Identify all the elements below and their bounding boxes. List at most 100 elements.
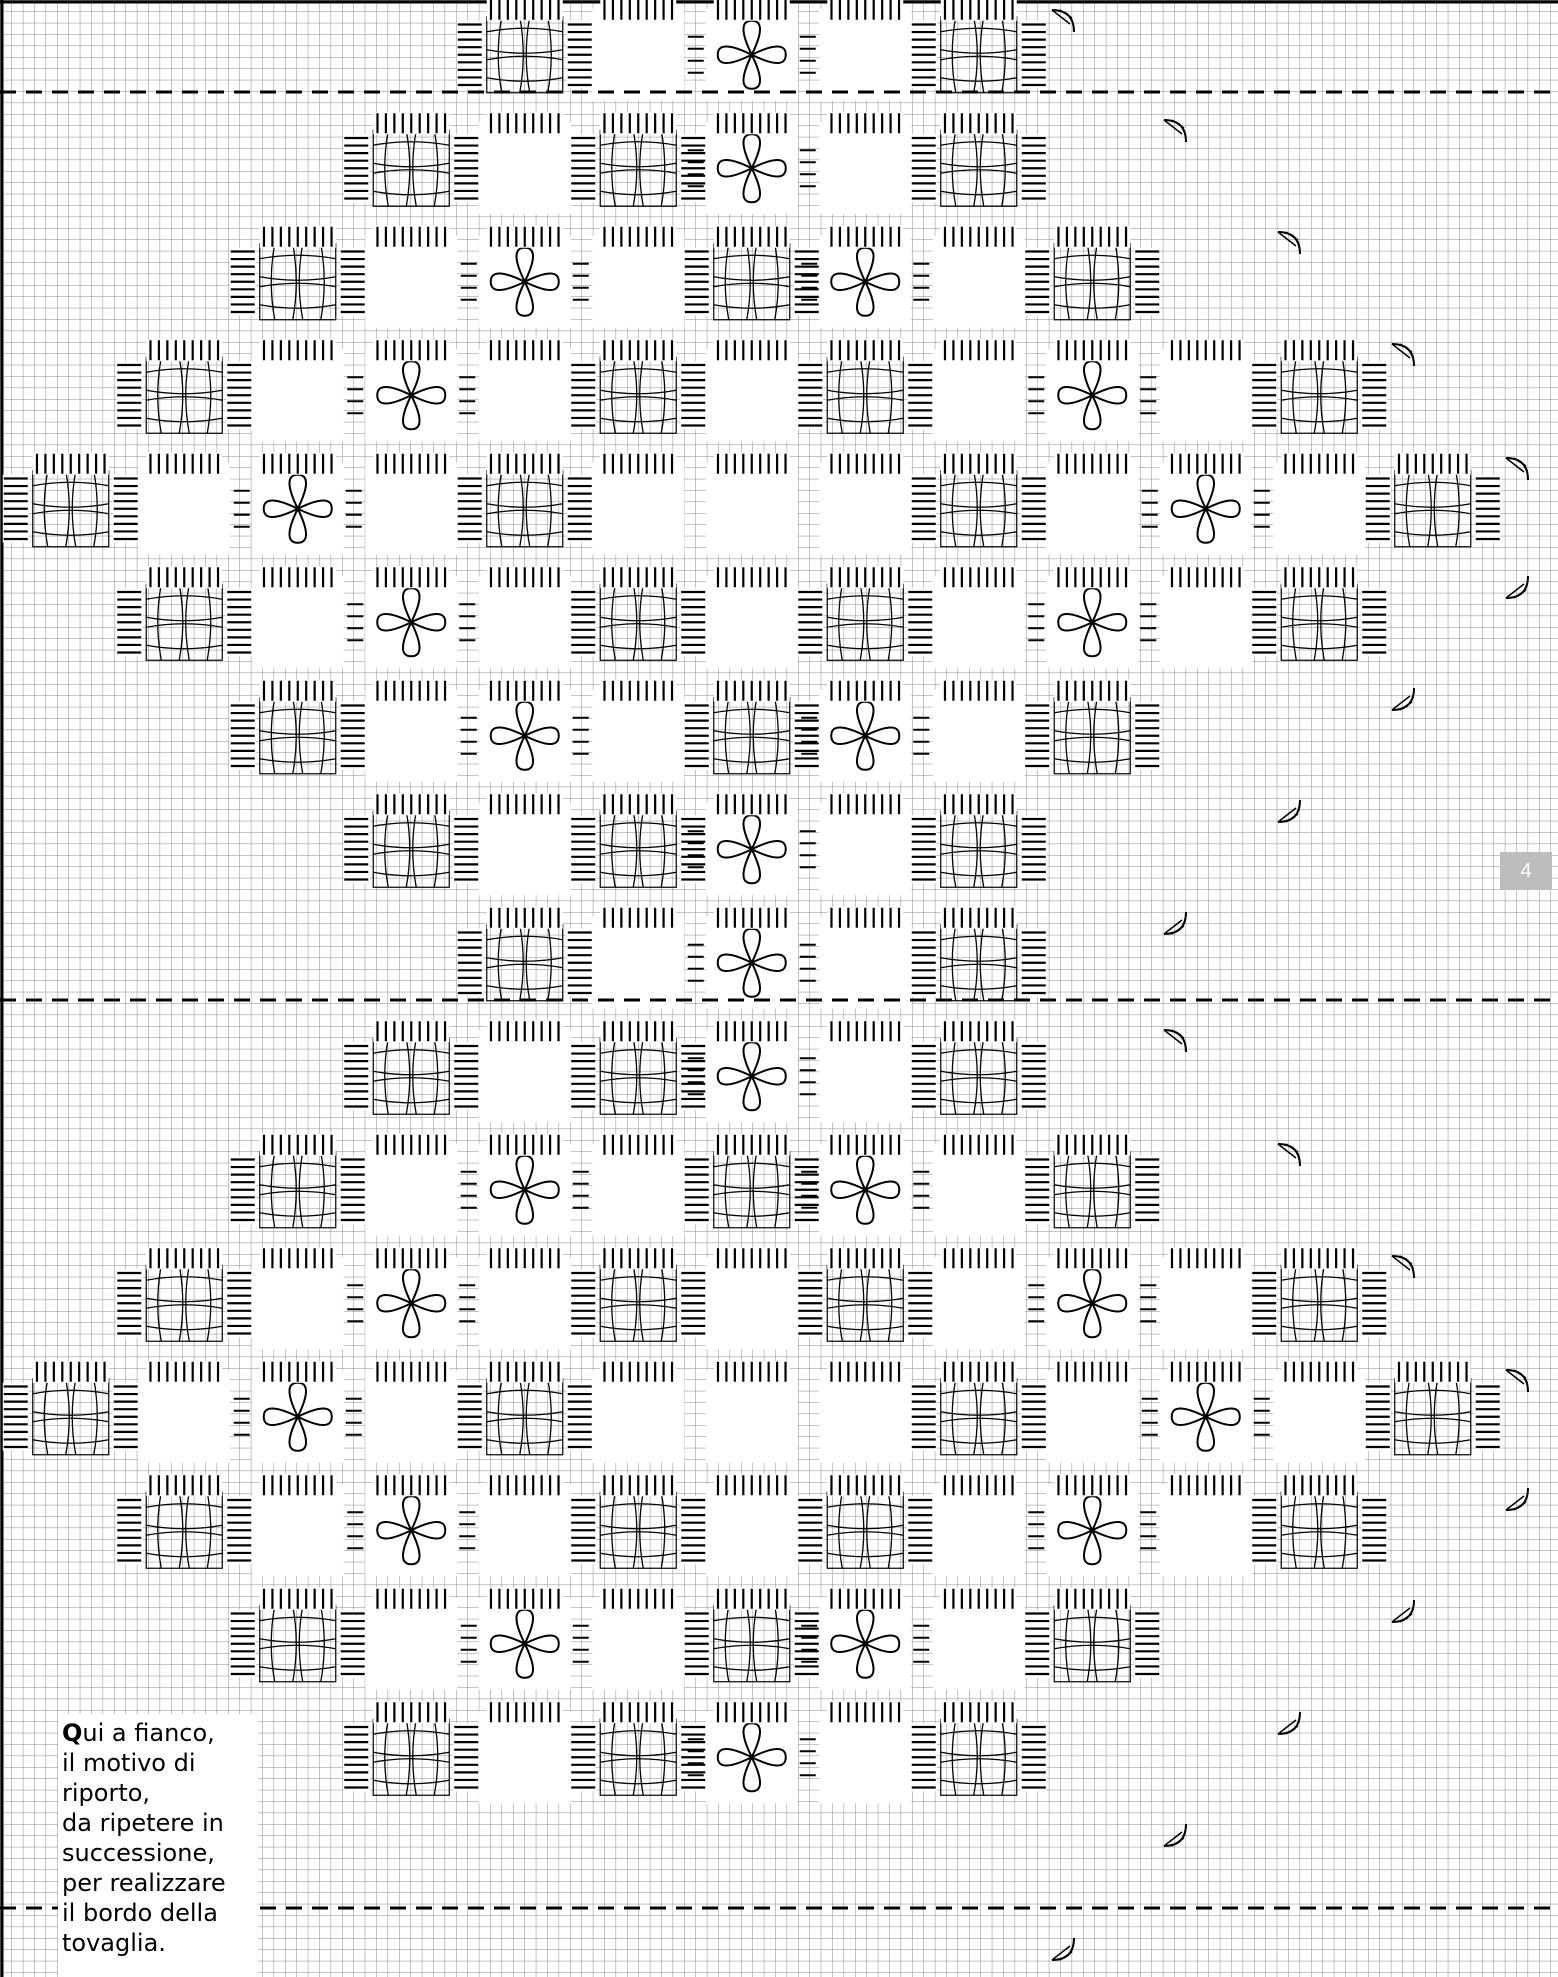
- open-square: [819, 463, 911, 555]
- open-square: [1046, 463, 1138, 555]
- satin-kloster-block-icon: [1021, 1383, 1047, 1451]
- open-square: [706, 349, 798, 441]
- satin-kloster-block-icon: [911, 1723, 937, 1791]
- caption-box: Qui a fianco, il motivo di riporto, da r…: [58, 1714, 258, 1977]
- satin-kloster-block-icon: [487, 1474, 563, 1496]
- satin-kloster-block-icon: [567, 475, 593, 543]
- satin-kloster-block-icon: [827, 793, 903, 815]
- satin-kloster-block-icon: [453, 134, 479, 202]
- satin-kloster-block-icon: [33, 453, 109, 475]
- satin-kloster-block-icon: [827, 0, 903, 21]
- page-number: 4: [1520, 860, 1531, 882]
- caption-line-1: Qui a fianco,: [62, 1718, 252, 1748]
- satin-kloster-block-icon: [1475, 475, 1501, 543]
- satin-kloster-block-icon: [343, 815, 369, 883]
- satin-kloster-block-icon: [260, 680, 336, 702]
- satin-kloster-block-icon: [1021, 21, 1047, 89]
- satin-kloster-block-icon: [487, 1588, 563, 1610]
- satin-kloster-block-icon: [1134, 248, 1160, 316]
- satin-kloster-block-icon: [1168, 1361, 1244, 1383]
- satin-kloster-block-icon: [1021, 1042, 1047, 1110]
- satin-kloster-block-icon: [1251, 361, 1277, 429]
- satin-kloster-block-icon: [226, 1496, 252, 1564]
- satin-kloster-block-icon: [373, 1474, 449, 1496]
- satin-kloster-block-icon: [941, 226, 1017, 248]
- satin-kloster-block-icon: [600, 0, 676, 21]
- open-square: [819, 917, 911, 1009]
- satin-kloster-block-icon: [457, 1383, 483, 1451]
- open-square: [819, 9, 911, 101]
- four-loop-flower-icon: [688, 1711, 816, 1803]
- four-loop-flower-icon: [1028, 349, 1156, 441]
- four-loop-flower-icon: [688, 122, 816, 214]
- satin-kloster-block-icon: [373, 1134, 449, 1156]
- satin-kloster-block-icon: [340, 248, 366, 316]
- satin-kloster-block-icon: [1134, 1156, 1160, 1224]
- open-square: [1160, 1257, 1252, 1349]
- caption-line-8: tovaglia.: [62, 1928, 252, 1958]
- satin-kloster-block-icon: [1395, 1361, 1471, 1383]
- open-square: [933, 576, 1025, 668]
- satin-kloster-block-icon: [827, 1134, 903, 1156]
- satin-kloster-block-icon: [340, 1156, 366, 1224]
- satin-kloster-block-icon: [1021, 134, 1047, 202]
- open-square: [592, 917, 684, 1009]
- satin-kloster-block-icon: [1134, 1610, 1160, 1678]
- satin-kloster-block-icon: [343, 1723, 369, 1791]
- open-square: [252, 349, 344, 441]
- satin-kloster-block-icon: [911, 815, 937, 883]
- satin-kloster-block-icon: [941, 1134, 1017, 1156]
- open-square: [1273, 1371, 1365, 1463]
- satin-kloster-block-icon: [714, 339, 790, 361]
- open-square: [592, 9, 684, 101]
- satin-kloster-block-icon: [907, 588, 933, 656]
- four-loop-flower-icon: [461, 1144, 589, 1236]
- satin-kloster-block-icon: [453, 1723, 479, 1791]
- open-square: [479, 1257, 571, 1349]
- satin-kloster-block-icon: [487, 793, 563, 815]
- four-loop-flower-icon: [347, 576, 475, 668]
- satin-kloster-block-icon: [827, 112, 903, 134]
- satin-kloster-block-icon: [714, 1361, 790, 1383]
- four-loop-flower-icon: [461, 1598, 589, 1690]
- satin-kloster-block-icon: [373, 1361, 449, 1383]
- four-loop-flower-icon: [461, 236, 589, 328]
- satin-kloster-block-icon: [941, 453, 1017, 475]
- satin-kloster-block-icon: [373, 1020, 449, 1042]
- four-loop-flower-icon: [1142, 463, 1270, 555]
- satin-kloster-block-icon: [941, 793, 1017, 815]
- satin-kloster-block-icon: [827, 339, 903, 361]
- satin-kloster-block-icon: [1024, 248, 1050, 316]
- satin-kloster-block-icon: [941, 1701, 1017, 1723]
- satin-kloster-block-icon: [116, 361, 142, 429]
- caption-line-5: successione,: [62, 1838, 252, 1868]
- satin-kloster-block-icon: [1024, 1610, 1050, 1678]
- caption-line-3: riporto,: [62, 1778, 252, 1808]
- four-loop-flower-icon: [688, 9, 816, 101]
- satin-kloster-block-icon: [794, 1610, 820, 1678]
- satin-kloster-block-icon: [1361, 1269, 1387, 1337]
- satin-kloster-block-icon: [373, 339, 449, 361]
- satin-kloster-block-icon: [684, 702, 710, 770]
- satin-kloster-block-icon: [907, 361, 933, 429]
- satin-kloster-block-icon: [373, 453, 449, 475]
- four-loop-flower-icon: [1028, 1484, 1156, 1576]
- satin-kloster-block-icon: [373, 112, 449, 134]
- satin-kloster-block-icon: [260, 226, 336, 248]
- satin-kloster-block-icon: [684, 248, 710, 316]
- satin-kloster-block-icon: [260, 1361, 336, 1383]
- satin-kloster-block-icon: [146, 339, 222, 361]
- satin-kloster-block-icon: [941, 1247, 1017, 1269]
- satin-kloster-block-icon: [567, 1383, 593, 1451]
- satin-kloster-block-icon: [230, 1610, 256, 1678]
- satin-kloster-block-icon: [260, 1474, 336, 1496]
- satin-kloster-block-icon: [113, 1383, 139, 1451]
- satin-kloster-block-icon: [714, 0, 790, 21]
- satin-kloster-block-icon: [373, 1247, 449, 1269]
- satin-kloster-block-icon: [600, 339, 676, 361]
- caption-line-7: il bordo della: [62, 1898, 252, 1928]
- satin-kloster-block-icon: [230, 702, 256, 770]
- open-square: [819, 1030, 911, 1122]
- satin-kloster-block-icon: [714, 1134, 790, 1156]
